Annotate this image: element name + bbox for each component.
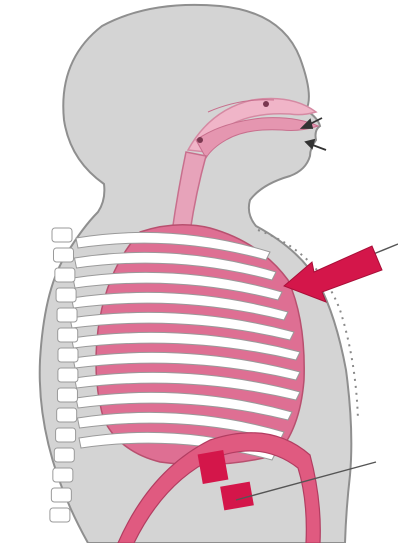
- vertebra: [53, 468, 73, 482]
- vertebra: [52, 228, 72, 242]
- vertebra: [53, 248, 73, 262]
- vertebra: [51, 488, 71, 502]
- vertebra: [58, 348, 78, 362]
- vertebra: [56, 288, 76, 302]
- vertebra: [55, 268, 75, 282]
- vertebra: [58, 328, 78, 342]
- vertebra: [50, 508, 70, 522]
- vertebra: [57, 308, 77, 322]
- vertebra: [57, 408, 77, 422]
- vertebra: [56, 428, 76, 442]
- vertebra: [57, 388, 77, 402]
- vertebra: [54, 448, 74, 462]
- vertebra: [58, 368, 78, 382]
